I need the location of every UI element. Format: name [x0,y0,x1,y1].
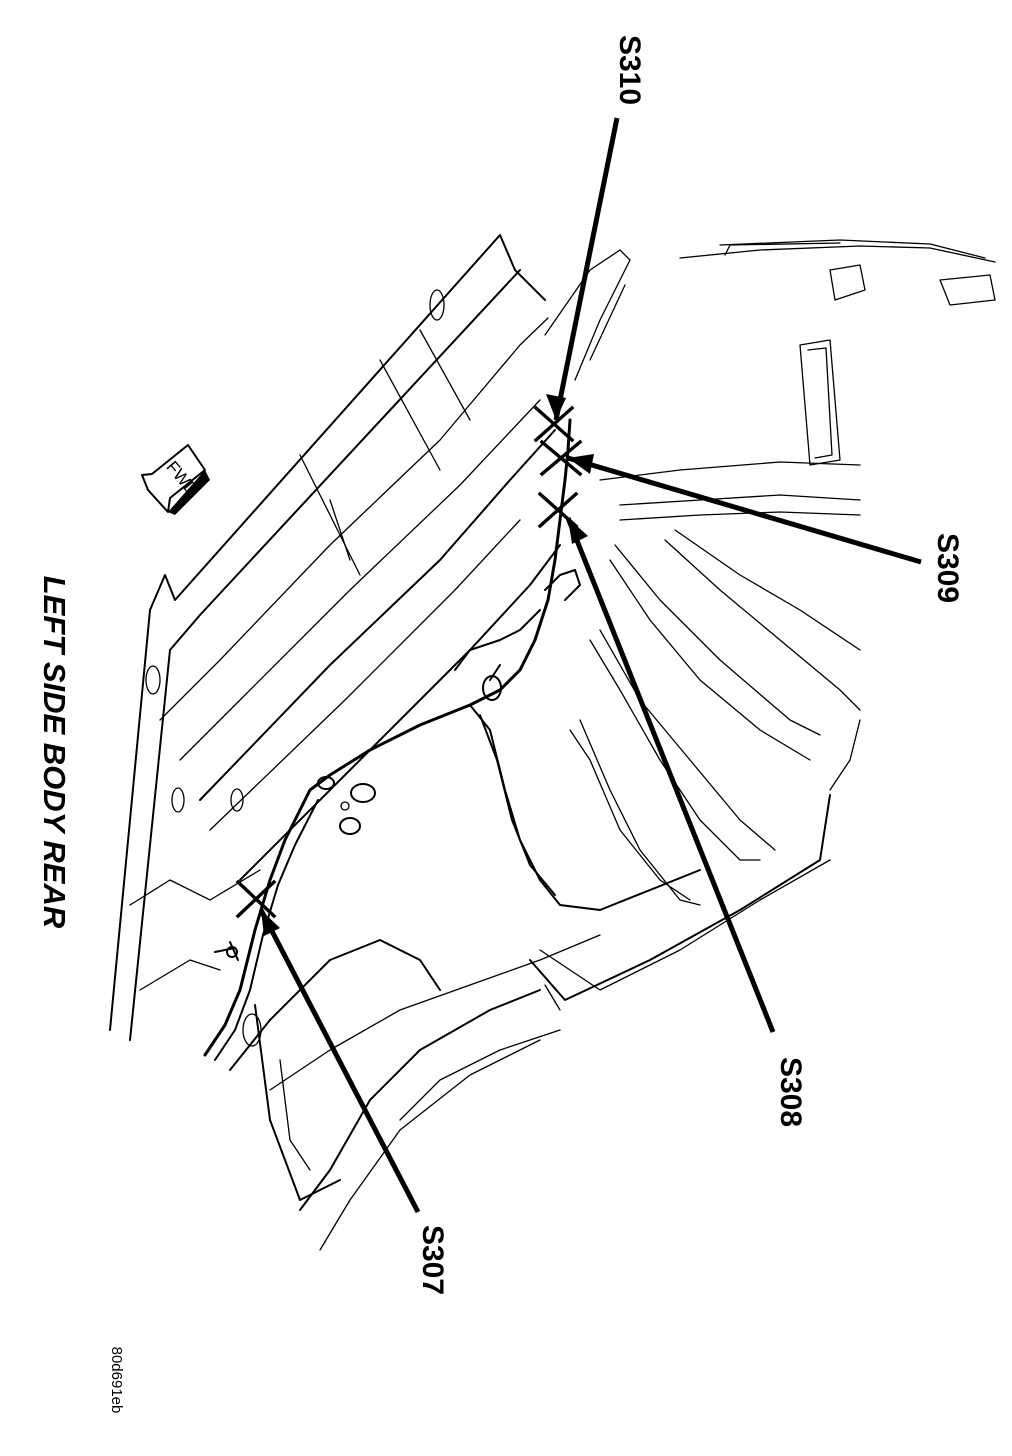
callout-label-s310: S310 [613,35,646,105]
wiring-harness [203,418,701,1061]
splice-s308-marker [537,491,776,1033]
forward-direction-arrow: FWD [141,444,210,515]
body-structure-drawing [109,234,996,1251]
figure-reference-code: 80d691eb [108,1347,125,1414]
splice-s309-marker [539,439,922,565]
diagram-title: LEFT SIDE BODY REAR [37,576,72,929]
callout-label-s308: S308 [774,1057,807,1127]
callout-label-s309: S309 [931,533,964,603]
splice-s310-marker [533,117,620,443]
callout-label-s307: S307 [416,1225,449,1295]
splice-s307-marker [235,879,421,1214]
